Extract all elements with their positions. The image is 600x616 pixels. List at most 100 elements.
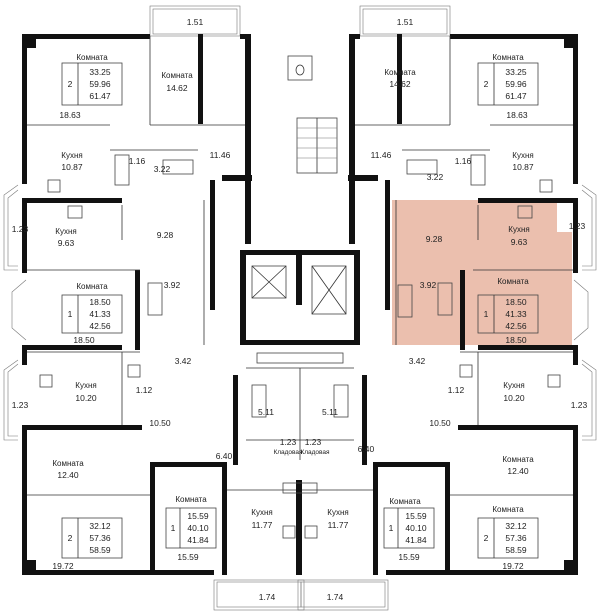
apartment-info-bcr xyxy=(383,507,435,549)
area-top-balcony-left: 1.51 xyxy=(187,17,204,27)
apartment-info-bl xyxy=(61,517,123,559)
area-room1-tl: 18.63 xyxy=(59,110,81,120)
area-bottom-balcony-left: 1.74 xyxy=(259,592,276,602)
area-bath-l: 3.92 xyxy=(164,280,181,290)
label-room-bl: Комната xyxy=(52,459,84,468)
label-room2-br: Комната xyxy=(492,505,524,514)
label-kitchen-bcr: Кухня xyxy=(327,508,348,517)
apt-rooms-br: 2 xyxy=(484,533,489,543)
area-wc-tl: 1.16 xyxy=(129,156,146,166)
label-kitchen-ll: Кухня xyxy=(75,381,96,390)
core-toilet xyxy=(287,55,313,81)
apt-living-l: 18.50 xyxy=(89,297,111,307)
apartment-info-l xyxy=(61,294,123,334)
area-hall-tl: 11.46 xyxy=(210,150,231,160)
apt-rooms-bl: 2 xyxy=(68,533,73,543)
apartment-info-r xyxy=(477,294,539,334)
apt-total-balcony-bl: 58.59 xyxy=(89,545,111,555)
area-kitchen-r: 9.63 xyxy=(511,237,528,247)
area-loggia-rl: 1.23 xyxy=(571,400,588,410)
apt-rooms-r: 1 xyxy=(484,309,489,319)
area-room2-tl: 14.62 xyxy=(166,83,188,93)
area-room-bcl: 15.59 xyxy=(177,552,199,562)
label-room-bcr: Комната xyxy=(389,497,421,506)
area-room2-bl: 19.72 xyxy=(52,561,74,571)
elevator-left xyxy=(251,265,287,299)
label-kitchen-r: Кухня xyxy=(508,225,529,234)
area-bath-center-right: 5.11 xyxy=(322,407,338,417)
area-loggia-top-l: 1.23 xyxy=(12,224,29,234)
highlighted-apartment[interactable] xyxy=(392,200,572,345)
label-kitchen-rl: Кухня xyxy=(503,381,524,390)
apt-total-l: 41.33 xyxy=(89,309,111,319)
area-loggia-top-r: 1.23 xyxy=(569,221,586,231)
area-kitchen-tl: 10.87 xyxy=(61,162,83,172)
area-kitchen-tr: 10.87 xyxy=(512,162,534,172)
apt-total-tl: 59.96 xyxy=(89,79,111,89)
area-hall-r: 9.28 xyxy=(426,234,443,244)
label-room-br: Комната xyxy=(502,455,534,464)
apt-living-bcl: 15.59 xyxy=(187,511,209,521)
area-kitchen-bcr: 11.77 xyxy=(328,520,349,530)
apt-living-tr: 33.25 xyxy=(505,67,527,77)
apt-total-balcony-tl: 61.47 xyxy=(89,91,111,101)
apartment-info-br xyxy=(477,517,539,559)
area-room1-tr: 18.63 xyxy=(506,110,528,120)
area-room-bl: 12.40 xyxy=(57,470,79,480)
area-bath-tr: 3.22 xyxy=(427,172,444,182)
area-room-bcr: 15.59 xyxy=(398,552,420,562)
area-bath-rl: 3.42 xyxy=(409,356,426,366)
area-top-balcony-right: 1.51 xyxy=(397,17,414,27)
area-hall-l: 9.28 xyxy=(157,230,174,240)
area-kitchen-rl: 10.20 xyxy=(503,393,525,403)
label-room-l: Комната xyxy=(76,282,108,291)
elevator-right xyxy=(311,265,347,315)
apt-living-bl: 32.12 xyxy=(89,521,111,531)
area-bath-r: 3.92 xyxy=(420,280,437,290)
area-room2-br: 19.72 xyxy=(502,561,524,571)
area-bath-ll: 3.42 xyxy=(175,356,192,366)
label-room2-tl: Комната xyxy=(161,71,193,80)
area-storage-left: 1.23 xyxy=(280,437,297,447)
apt-total-balcony-br: 58.59 xyxy=(505,545,527,555)
balconies xyxy=(3,5,597,611)
area-bath-tl: 3.22 xyxy=(154,164,171,174)
apt-living-br: 32.12 xyxy=(505,521,527,531)
area-corridor-left: 6.40 xyxy=(216,451,233,461)
apt-total-balcony-r: 42.56 xyxy=(505,321,527,331)
label-room-r: Комната xyxy=(497,277,529,286)
apt-total-balcony-bcl: 41.84 xyxy=(187,535,209,545)
apt-total-r: 41.33 xyxy=(505,309,527,319)
area-hall-rl: 10.50 xyxy=(429,418,451,428)
area-wc-tr: 1.16 xyxy=(455,156,472,166)
walls xyxy=(22,34,578,575)
apt-total-balcony-l: 42.56 xyxy=(89,321,111,331)
label-room-bcl: Комната xyxy=(175,495,207,504)
area-kitchen-bcl: 11.77 xyxy=(252,520,273,530)
apt-rooms-bcl: 1 xyxy=(171,523,176,533)
area-bottom-balcony-right: 1.74 xyxy=(327,592,344,602)
label-kitchen-l: Кухня xyxy=(55,227,76,236)
area-wc-ll: 1.12 xyxy=(136,385,153,395)
apt-total-balcony-tr: 61.47 xyxy=(505,91,527,101)
apartment-info-tr xyxy=(477,62,539,106)
label-kitchen-bcl: Кухня xyxy=(251,508,272,517)
apt-total-bl: 57.36 xyxy=(89,533,111,543)
apt-living-tl: 33.25 xyxy=(89,67,111,77)
area-room-br: 12.40 xyxy=(507,466,529,476)
apt-total-br: 57.36 xyxy=(505,533,527,543)
apt-total-bcl: 40.10 xyxy=(187,523,209,533)
area-room-r: 18.50 xyxy=(505,335,527,345)
area-room2-tr: 14.62 xyxy=(389,79,411,89)
apt-total-balcony-bcr: 41.84 xyxy=(405,535,427,545)
partitions xyxy=(27,36,573,496)
area-hall-tr: 11.46 xyxy=(371,150,392,160)
label-storage-left: Кладовая xyxy=(273,449,303,456)
stairwell xyxy=(296,117,338,174)
area-storage-right: 1.23 xyxy=(305,437,322,447)
apt-rooms-l: 1 xyxy=(68,309,73,319)
area-corridor-right: 6.40 xyxy=(358,444,375,454)
area-kitchen-l: 9.63 xyxy=(58,238,75,248)
label-kitchen-tl: Кухня xyxy=(61,151,82,160)
